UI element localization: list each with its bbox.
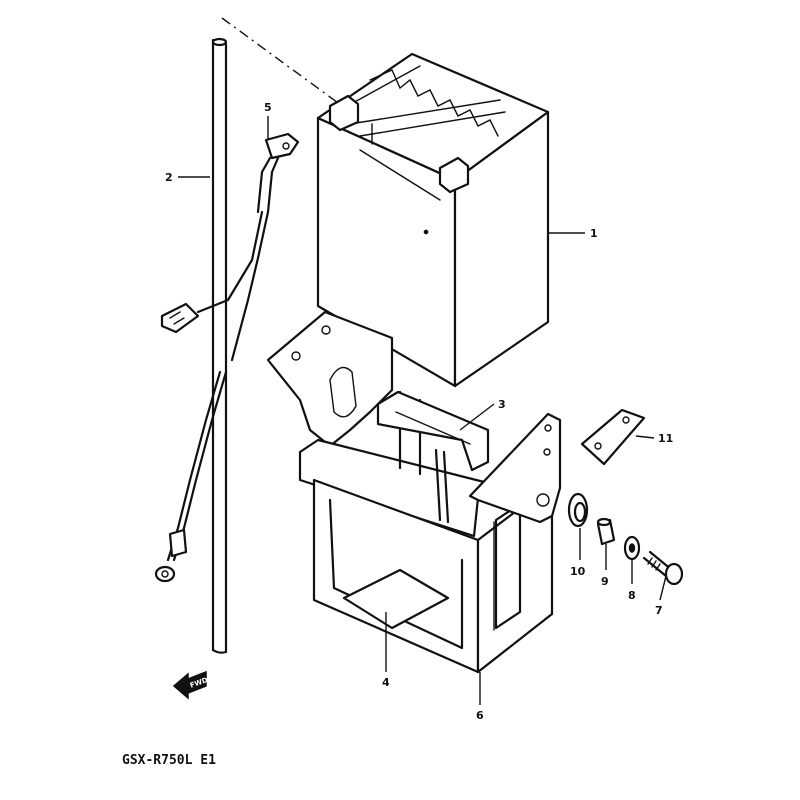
alignment-line xyxy=(221,17,346,109)
callout-9: 9 xyxy=(601,575,609,588)
washer xyxy=(623,535,641,561)
callout-3: 3 xyxy=(498,398,506,411)
callout-6: 6 xyxy=(476,709,484,722)
callout-2: 2 xyxy=(165,171,173,184)
callout-11: 11 xyxy=(658,432,673,445)
callout-1: 1 xyxy=(590,227,598,240)
callout-8: 8 xyxy=(628,589,636,602)
leader-lines xyxy=(178,116,667,705)
screw xyxy=(642,550,684,586)
battery-case xyxy=(298,390,554,674)
model-code: GSX-R750L E1 xyxy=(122,753,216,768)
callout-4: 4 xyxy=(382,676,390,689)
callout-10: 10 xyxy=(570,565,586,578)
battery-holder-plate xyxy=(266,310,394,448)
fwd-arrow-icon: FWD xyxy=(172,670,209,700)
vent-hose xyxy=(211,37,228,654)
battery-spacer xyxy=(376,390,490,524)
callout-5: 5 xyxy=(264,101,272,114)
part-11-plate xyxy=(580,408,646,466)
collar xyxy=(596,517,616,546)
lower-lead-wire xyxy=(154,370,228,583)
mount-bracket xyxy=(468,412,562,524)
callout-7: 7 xyxy=(655,604,663,617)
battery-lead-wire xyxy=(160,132,300,362)
grommet xyxy=(567,492,589,528)
battery xyxy=(316,52,550,388)
